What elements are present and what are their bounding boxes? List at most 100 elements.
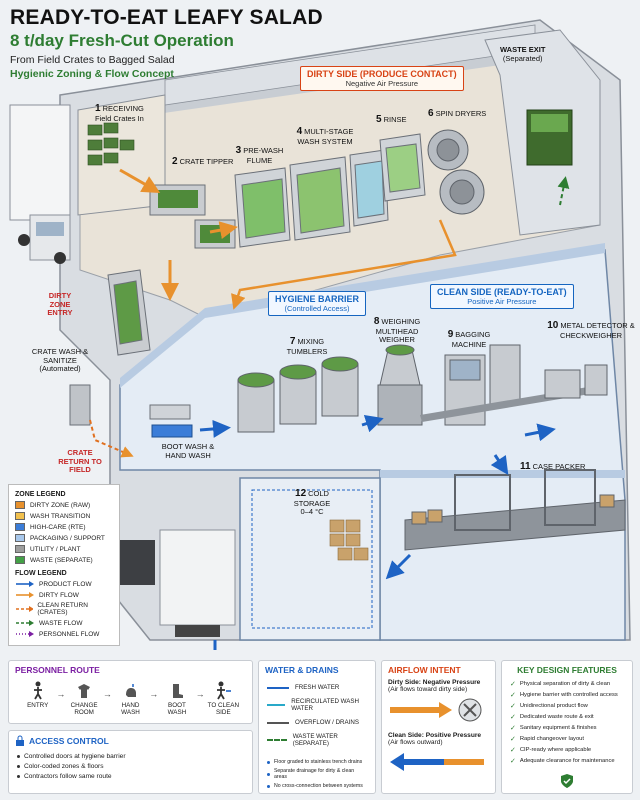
access-item: Color-coded zones & floors: [17, 763, 244, 770]
shirt-icon: [78, 684, 91, 698]
clean-side-label: CLEAN SIDE (READY-TO-EAT) Positive Air P…: [430, 284, 574, 309]
flow-legend-label: DIRTY FLOW: [39, 591, 79, 599]
flow-arrow-icon: [16, 620, 34, 626]
flow-legend-item: PRODUCT FLOW: [15, 580, 113, 588]
personnel-step: HAND WASH: [112, 681, 149, 717]
person-icon: [33, 681, 42, 700]
airflow-dirty-title: Dirty Side: Negative Pressure: [388, 679, 481, 686]
personnel-step: CHANGE ROOM: [65, 681, 102, 717]
personnel-step-label: CHANGE ROOM: [70, 702, 98, 716]
flow-legend-item: WASTE FLOW: [15, 619, 113, 627]
airflow-dirty-sub: (Air flows toward dirty side): [388, 686, 468, 693]
zone-legend-label: HIGH-CARE (RTE): [30, 523, 86, 531]
crate-wash-label: CRATE WASH & SANITIZE(Automated): [31, 347, 89, 374]
zone-legend-item: UTILITY / PLANT: [15, 545, 113, 553]
hygiene-barrier-label: HYGIENE BARRIER (Controlled Access): [268, 291, 367, 316]
flow-arrow-icon: [16, 581, 34, 587]
personnel-step-label: BOOT WASH: [167, 702, 187, 716]
drop-icon: [267, 772, 270, 776]
personnel-step-label: TO CLEAN SIDE: [207, 702, 240, 716]
route-arrow-icon: →: [149, 689, 159, 699]
shield-check-icon: [561, 774, 573, 788]
check-icon: ✓: [510, 714, 516, 721]
boot-icon: [172, 684, 183, 698]
check-icon: ✓: [510, 758, 516, 765]
bullet-icon: [17, 775, 20, 778]
airflow-clean-sub: (Air flows outward): [388, 739, 443, 746]
page-subtitle: 8 t/day Fresh-Cut Operation: [10, 31, 234, 50]
zone-swatch: [15, 545, 25, 553]
feature-item: ✓Unidirectional product flow: [510, 703, 588, 710]
zone-legend: ZONE LEGEND DIRTY ZONE (RAW)WASH TRANSIT…: [8, 484, 120, 646]
water-line-item: RECIRCULATED WASH WATER: [259, 698, 375, 712]
water-line-swatch: [267, 721, 289, 724]
feature-item: ✓Adequate clearance for maintenance: [510, 758, 615, 765]
lock-icon: [16, 735, 24, 746]
airflow-panel: AIRFLOW INTENT Dirty Side: Negative Pres…: [381, 660, 496, 794]
header-line-1: From Field Crates to Bagged Salad: [10, 54, 175, 66]
flow-legend-label: WASTE FLOW: [39, 619, 83, 627]
zone-legend-label: WASH TRANSITION: [30, 512, 91, 520]
zone-legend-label: DIRTY ZONE (RAW): [30, 501, 91, 509]
zone-legend-item: HIGH-CARE (RTE): [15, 523, 113, 531]
feature-item: ✓Hygiene barrier with controlled access: [510, 692, 618, 699]
flow-arrow-icon: [16, 631, 34, 637]
flow-legend-label: PRODUCT FLOW: [39, 580, 92, 588]
bullet-icon: [17, 755, 20, 758]
feature-item: ✓CIP-ready where applicable: [510, 747, 592, 754]
water-note: Separate drainage for dirty & clean area…: [267, 768, 367, 780]
zone-legend-label: UTILITY / PLANT: [30, 545, 81, 553]
route-arrow-icon: →: [102, 689, 112, 699]
zone-swatch: [15, 523, 25, 531]
water-line-item: WASTE WATER (SEPARATE): [259, 733, 375, 747]
delivery-truck: [9, 104, 71, 264]
feature-item: ✓Dedicated waste route & exit: [510, 714, 594, 721]
hand-wash-icon: [125, 684, 136, 697]
water-line-item: OVERFLOW / DRAINS: [259, 719, 375, 726]
dirty-zone-entry-label: DIRTY ZONE ENTRY: [47, 291, 73, 318]
zone-legend-item: WASTE (SEPARATE): [15, 556, 113, 564]
header: READY-TO-EAT LEAFY SALAD 8 t/day Fresh-C…: [10, 6, 323, 80]
water-note: No cross-connection between systems: [267, 783, 367, 789]
flow-legend-item: CLEAN RETURN (CRATES): [15, 602, 113, 616]
zone-legend-item: PACKAGING / SUPPORT: [15, 534, 113, 542]
negative-pressure-icon: [390, 698, 482, 722]
flow-arrow-icon: [16, 606, 34, 612]
personnel-route-panel: PERSONNEL ROUTE ENTRY→CHANGE ROOM→HAND W…: [8, 660, 253, 724]
access-item: Contractors follow same route: [17, 773, 244, 780]
zone-swatch: [15, 556, 25, 564]
header-line-2: Hygienic Zoning & Flow Concept: [10, 68, 174, 80]
personnel-step: TO CLEAN SIDE: [205, 681, 242, 717]
feature-item: ✓Rapid changeover layout: [510, 736, 585, 743]
water-line-swatch: [267, 739, 287, 741]
feature-item: ✓Sanitary equipment & finishes: [510, 725, 597, 732]
zone-legend-label: PACKAGING / SUPPORT: [30, 534, 105, 542]
zone-legend-item: DIRTY ZONE (RAW): [15, 501, 113, 509]
personnel-step: ENTRY: [19, 681, 56, 710]
crate-return-label: CRATE RETURN TO FIELD: [58, 448, 102, 475]
route-arrow-icon: →: [56, 689, 66, 699]
personnel-step-label: HAND WASH: [121, 702, 140, 716]
bullet-icon: [17, 765, 20, 768]
airflow-clean-title: Clean Side: Positive Pressure: [388, 732, 482, 739]
water-line-swatch: [267, 704, 286, 706]
check-icon: ✓: [510, 703, 516, 710]
page-title: READY-TO-EAT LEAFY SALAD: [10, 6, 323, 29]
flow-legend-item: DIRTY FLOW: [15, 591, 113, 599]
zone-swatch: [15, 534, 25, 542]
key-features-panel: KEY DESIGN FEATURES ✓Physical separation…: [501, 660, 633, 794]
zone-legend-item: WASH TRANSITION: [15, 512, 113, 520]
feature-item: ✓Physical separation of dirty & clean: [510, 681, 611, 688]
flow-legend-item: PERSONNEL FLOW: [15, 630, 113, 638]
personnel-step: BOOT WASH: [158, 681, 195, 717]
